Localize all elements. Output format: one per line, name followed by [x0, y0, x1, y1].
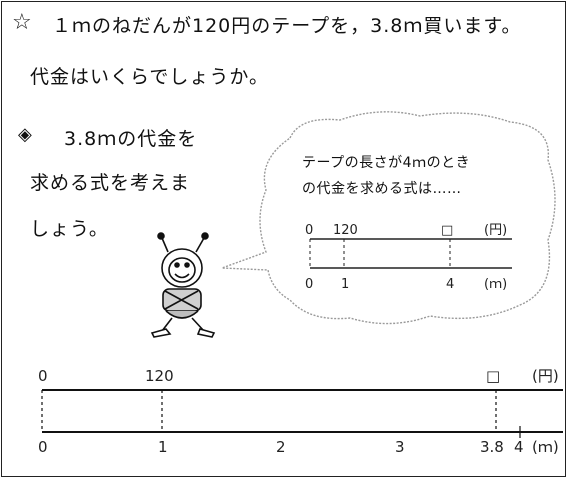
- tape-bottom-label-4: 4: [514, 438, 524, 456]
- bubble-bottom-label-4: 4: [446, 277, 454, 292]
- tape-top-label-unit: (円): [532, 367, 559, 385]
- tape-bottom-label-0: 0: [38, 438, 48, 456]
- bubble-line-2: の代金を求める式は……: [302, 181, 462, 197]
- star-icon: ☆: [12, 10, 33, 35]
- main-diagram: 0 120 □ (円) 0 1 2 3 3.8 4 (ｍ): [38, 367, 563, 456]
- tape-bottom-label-unit: (ｍ): [532, 438, 559, 456]
- tape-top-label-0: 0: [38, 367, 48, 385]
- problem-line-1: １ｍのねだんが120円のテープを，3.8ｍ買います。: [52, 15, 522, 37]
- bubble-top-label-box: □: [441, 223, 453, 238]
- tape-bottom-label-3-8: 3.8: [480, 438, 504, 456]
- step-marker-icon: ◈: [18, 124, 33, 145]
- tape-bottom-label-2: 2: [276, 438, 286, 456]
- problem-line-2: 代金はいくらでしょうか。: [30, 66, 270, 88]
- tape-bottom-label-1: 1: [158, 438, 168, 456]
- bubble-top-label-120: 120: [333, 223, 358, 238]
- tape-bottom-label-3: 3: [395, 438, 405, 456]
- bubble-bottom-label-0: 0: [305, 277, 313, 292]
- step-line-1: 3.8ｍの代金を: [64, 128, 198, 150]
- bubble-bottom-label-1: 1: [341, 277, 349, 292]
- robot-character: [150, 232, 216, 338]
- step-line-2: 求める式を考えま: [30, 172, 191, 194]
- tape-top-label-120: 120: [145, 367, 174, 385]
- bubble-diagram: 0 120 □ (円) 0 1 4 (ｍ): [305, 223, 512, 292]
- bubble-bottom-label-unit: (ｍ): [484, 277, 507, 292]
- bubble-top-label-0: 0: [305, 223, 313, 238]
- step-line-3: しょう。: [30, 218, 109, 240]
- bubble-line-1: テープの長さが4ｍのとき: [302, 155, 471, 171]
- tape-top-label-box: □: [486, 367, 500, 385]
- bubble-top-label-unit: (円): [484, 223, 507, 238]
- speech-bubble: [221, 111, 556, 325]
